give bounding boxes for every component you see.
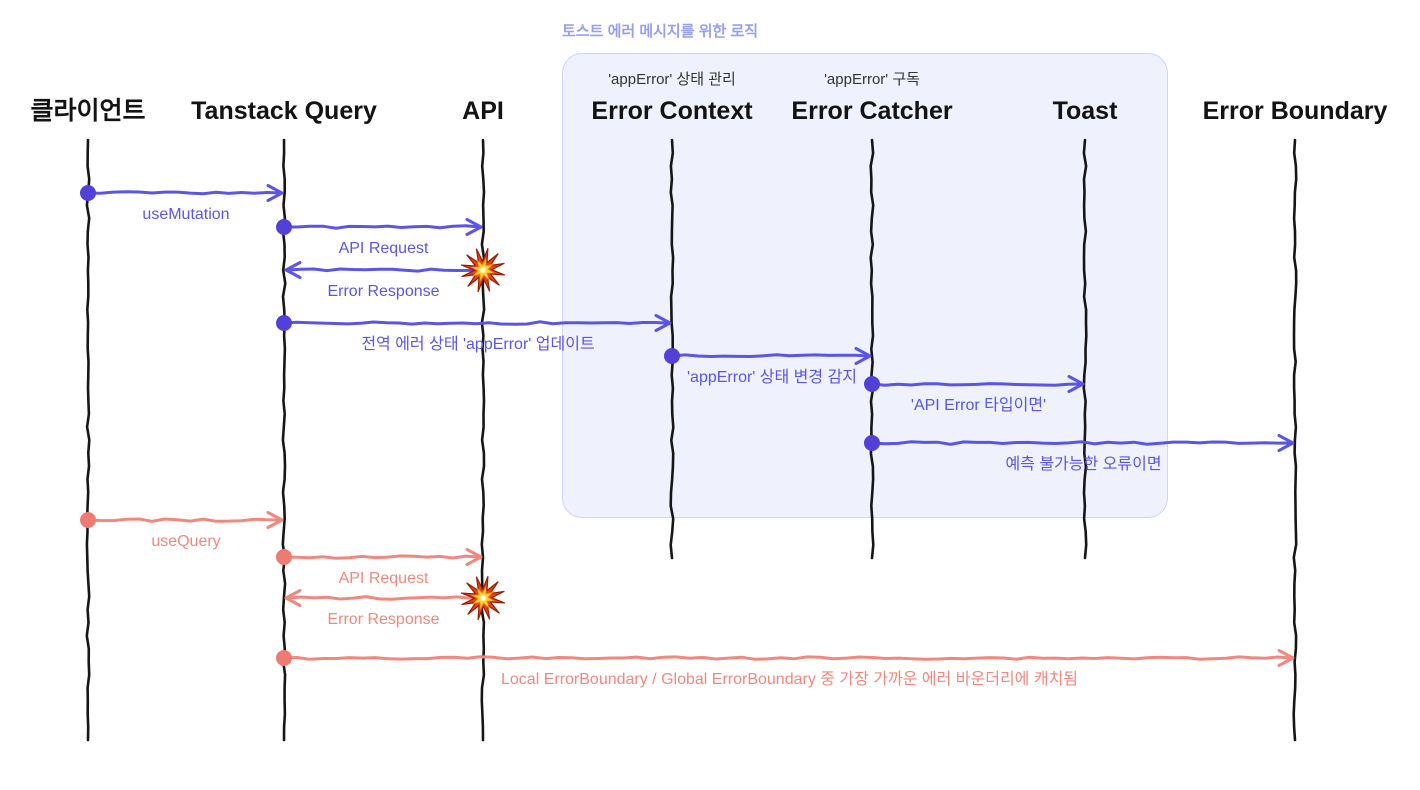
- explosion-icon: [460, 575, 506, 621]
- message-arrow-error-catcher-to-toast: [864, 375, 1085, 393]
- toast-logic-box-title: 토스트 에러 메시지를 위한 로직: [562, 23, 759, 40]
- message-arrow-tanstack-to-api: [276, 218, 483, 236]
- message-arrow-tanstack-to-api: [276, 548, 483, 566]
- lifeline-toast: [1082, 138, 1088, 560]
- actor-sublabel-error-catcher: 'appError' 구독: [824, 71, 920, 88]
- message-label: Local ErrorBoundary / Global ErrorBounda…: [500, 671, 1079, 688]
- message-origin-dot: [864, 376, 880, 392]
- message-origin-dot: [80, 512, 96, 528]
- actor-title-toast: Toast: [1052, 97, 1118, 125]
- actor-title-api: API: [462, 97, 504, 125]
- message-arrow-error-catcher-to-error-boundary: [864, 434, 1295, 452]
- message-label: 전역 에러 상태 'appError' 업데이트: [361, 336, 595, 353]
- message-arrow-api-to-tanstack: [284, 589, 485, 607]
- message-label: 예측 불가능한 오류이면: [1005, 456, 1162, 473]
- message-label: useQuery: [151, 533, 221, 550]
- message-label: Error Response: [327, 283, 440, 300]
- message-label: API Request: [338, 240, 429, 257]
- message-origin-dot: [276, 315, 292, 331]
- lifeline-api: [480, 138, 486, 742]
- message-arrow-tanstack-to-error-context: [276, 314, 672, 332]
- message-label: 'API Error 타입이면': [910, 397, 1047, 414]
- message-origin-dot: [664, 348, 680, 364]
- actor-title-client: 클라이언트: [30, 97, 146, 125]
- message-arrow-client-to-tanstack: [80, 184, 284, 202]
- actor-sublabel-error-context: 'appError' 상태 관리: [608, 71, 736, 88]
- message-arrow-client-to-tanstack: [80, 511, 284, 529]
- lifeline-error-boundary: [1292, 138, 1298, 742]
- lifeline-client: [85, 138, 91, 742]
- actor-title-tanstack: Tanstack Query: [191, 97, 377, 125]
- message-arrow-error-context-to-error-catcher: [664, 347, 872, 365]
- message-label: API Request: [338, 570, 429, 587]
- message-label: useMutation: [142, 206, 230, 223]
- message-label: Error Response: [327, 611, 440, 628]
- actor-title-error-boundary: Error Boundary: [1202, 97, 1388, 125]
- actor-title-error-context: Error Context: [591, 97, 753, 125]
- message-origin-dot: [276, 549, 292, 565]
- message-arrow-tanstack-to-error-boundary: [276, 649, 1295, 667]
- lifeline-error-catcher: [869, 138, 875, 560]
- actor-title-error-catcher: Error Catcher: [791, 97, 953, 125]
- message-origin-dot: [276, 219, 292, 235]
- message-origin-dot: [80, 185, 96, 201]
- lifeline-tanstack: [281, 138, 287, 742]
- message-label: 'appError' 상태 변경 감지: [686, 369, 858, 386]
- explosion-icon: [460, 247, 506, 293]
- message-origin-dot: [864, 435, 880, 451]
- message-arrow-api-to-tanstack: [284, 261, 485, 279]
- message-origin-dot: [276, 650, 292, 666]
